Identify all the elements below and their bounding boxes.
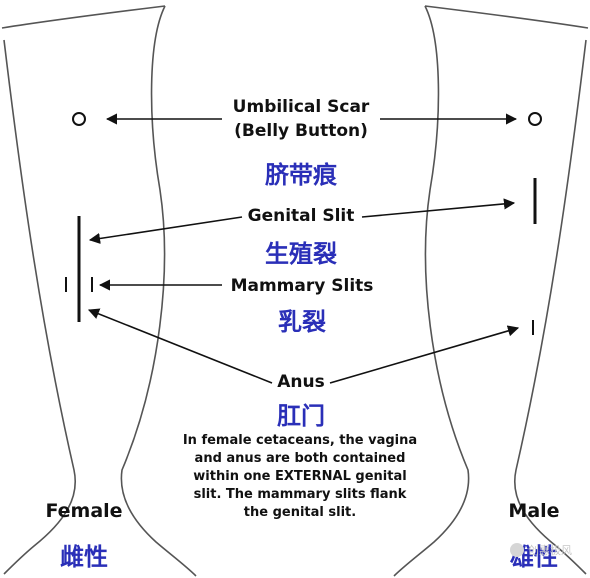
- male-label: Male: [508, 500, 560, 522]
- note-line-3: within one EXTERNAL genital: [193, 469, 407, 484]
- arrow-genital-female: [88, 216, 243, 245]
- genital-slit-label-zh: 生殖裂: [265, 240, 337, 268]
- female-umbilical-scar-marker: [72, 112, 86, 126]
- note-line-4: slit. The mammary slits flank: [193, 487, 407, 502]
- watermark: 创惠极风: [510, 542, 572, 558]
- umbilical-scar-label-line1: Umbilical Scar: [232, 97, 370, 117]
- note-line-5: the genital slit.: [243, 505, 357, 520]
- umbilical-scar-label: Umbilical Scar (Belly Button): [226, 95, 376, 143]
- arrow-genital-male: [361, 198, 516, 218]
- genital-slit-label: Genital Slit: [247, 206, 355, 226]
- umbilical-scar-label-line2: (Belly Button): [234, 121, 368, 141]
- male-body-outline: [393, 5, 589, 577]
- arrow-anus-male: [329, 325, 520, 384]
- wechat-icon: [510, 543, 524, 557]
- mammary-slits-label: Mammary Slits: [230, 276, 374, 296]
- male-umbilical-scar-marker: [528, 112, 542, 126]
- female-label-zh: 雌性: [60, 543, 108, 571]
- note-line-2: and anus are both contained: [194, 451, 406, 466]
- umbilical-scar-label-zh: 脐带痕: [265, 161, 337, 189]
- anus-label-zh: 肛门: [277, 402, 325, 430]
- note-line-1: In female cetaceans, the vagina: [182, 433, 418, 448]
- mammary-slits-label-zh: 乳裂: [278, 308, 326, 336]
- watermark-text: 创惠极风: [528, 544, 572, 557]
- anus-label: Anus: [277, 372, 325, 392]
- arrow-anus-female: [87, 308, 273, 384]
- explanatory-note: In female cetaceans, the vagina and anus…: [150, 432, 450, 522]
- female-body-outline: [1, 5, 197, 577]
- female-label: Female: [45, 500, 123, 522]
